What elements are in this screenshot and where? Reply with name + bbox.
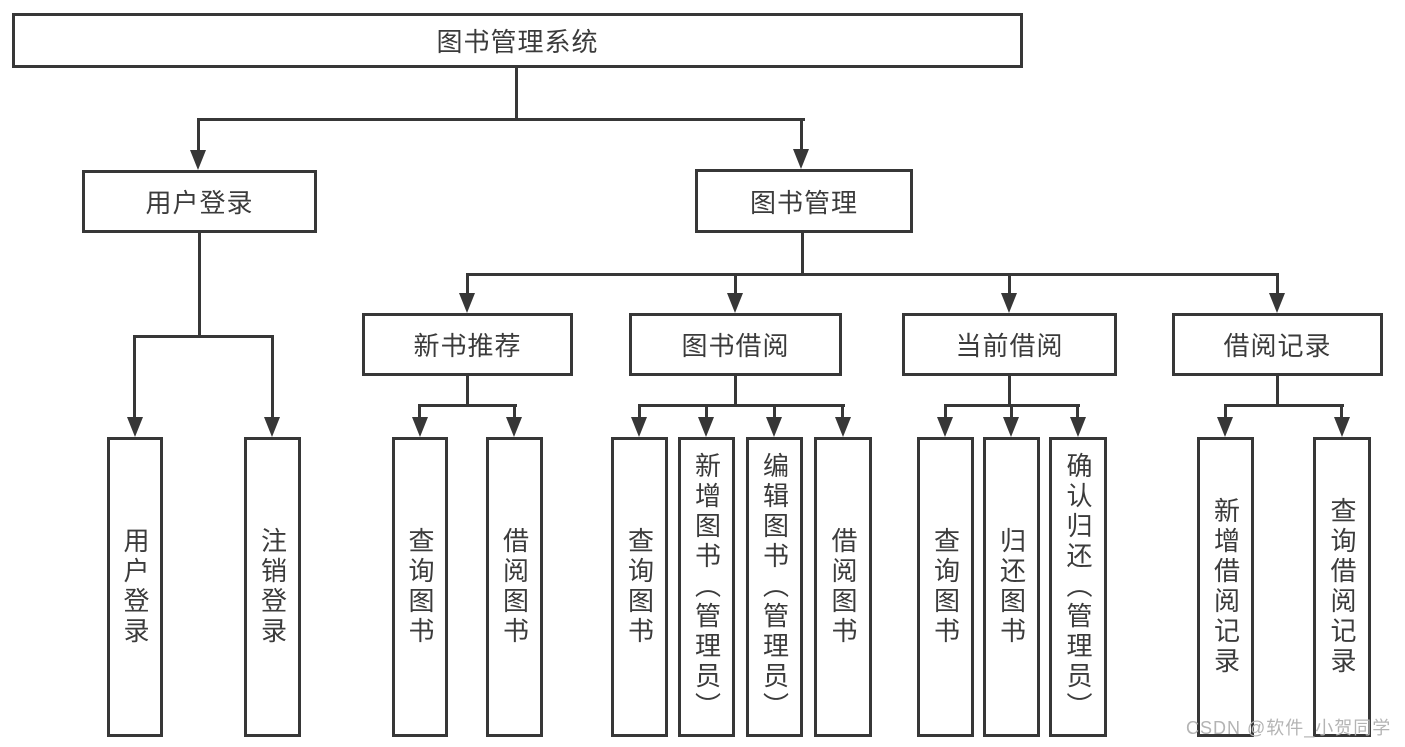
leaf-borrow-books: 借阅图书 xyxy=(814,437,872,737)
arrowhead-down xyxy=(506,417,522,437)
leaf-label: 用户登录 xyxy=(120,527,150,647)
node-label: 当前借阅 xyxy=(955,331,1064,361)
node-label: 用户登录 xyxy=(145,188,254,218)
node-label: 图书管理 xyxy=(749,187,858,218)
connector-level2-rail xyxy=(197,118,805,121)
leaf-label: 新增图书（管理员） xyxy=(691,452,722,722)
leaf-label: 查询图书 xyxy=(930,527,961,647)
node-user-login: 用户登录 xyxy=(82,170,317,233)
node-borrowing-records: 借阅记录 xyxy=(1172,313,1383,376)
connector-stem xyxy=(734,376,737,407)
connector-drop-leaf xyxy=(1076,404,1079,420)
csdn-watermark: CSDN @软件_小贺同学 xyxy=(1186,718,1392,738)
connector-book-management-stem xyxy=(801,233,804,276)
node-label: 新书推荐 xyxy=(413,331,522,361)
connector-drop-leaf xyxy=(271,335,274,419)
leaf-label: 查询借阅记录 xyxy=(1327,497,1357,677)
leaf-label: 查询图书 xyxy=(405,527,435,647)
leaf-edit-books-admin: 编辑图书（管理员） xyxy=(746,437,803,737)
leaf-label: 借阅图书 xyxy=(828,527,858,647)
leaf-borrow-books-recommend: 借阅图书 xyxy=(486,437,543,737)
connector-drop-leaf xyxy=(513,404,516,420)
arrowhead-down xyxy=(793,149,809,169)
connector-drop-user-login xyxy=(197,118,200,152)
connector-stem xyxy=(1276,376,1279,407)
node-label: 图书管理系统 xyxy=(436,27,599,57)
connector-user-login-rail xyxy=(133,335,274,338)
connector-rail xyxy=(638,404,845,407)
connector-drop-level3 xyxy=(1008,273,1011,295)
leaf-add-borrow-record: 新增借阅记录 xyxy=(1197,437,1254,737)
connector-level3-rail xyxy=(466,273,1279,276)
connector-drop-level3 xyxy=(734,273,737,295)
arrowhead-down xyxy=(264,417,280,437)
arrowhead-down xyxy=(1070,417,1086,437)
node-library-management-system: 图书管理系统 xyxy=(12,13,1023,68)
arrowhead-down xyxy=(1001,293,1017,313)
arrowhead-down xyxy=(698,417,714,437)
leaf-label: 借阅图书 xyxy=(499,527,530,647)
leaf-label: 归还图书 xyxy=(996,527,1027,647)
connector-drop-leaf xyxy=(1224,404,1227,420)
connector-drop-leaf xyxy=(1340,404,1343,420)
connector-drop-leaf xyxy=(418,404,421,420)
connector-drop-leaf xyxy=(705,404,708,420)
connector-drop-leaf xyxy=(841,404,844,420)
connector-stem xyxy=(466,376,469,407)
connector-stem xyxy=(1008,376,1011,407)
connector-drop-book-management xyxy=(800,118,803,151)
arrowhead-down xyxy=(1334,417,1350,437)
arrowhead-down xyxy=(727,293,743,313)
arrowhead-down xyxy=(127,417,143,437)
node-label: 图书借阅 xyxy=(681,331,790,361)
node-book-borrowing: 图书借阅 xyxy=(629,313,842,376)
leaf-logout: 注销登录 xyxy=(244,437,301,737)
arrowhead-down xyxy=(766,417,782,437)
leaf-query-books-borrowing: 查询图书 xyxy=(611,437,668,737)
leaf-user-login: 用户登录 xyxy=(107,437,163,737)
leaf-query-borrow-record: 查询借阅记录 xyxy=(1313,437,1371,737)
leaf-label: 编辑图书（管理员） xyxy=(759,452,790,722)
leaf-label: 新增借阅记录 xyxy=(1210,497,1241,677)
node-label: 借阅记录 xyxy=(1223,331,1332,361)
leaf-return-books: 归还图书 xyxy=(983,437,1040,737)
node-current-borrowing: 当前借阅 xyxy=(902,313,1117,376)
arrowhead-down xyxy=(835,417,851,437)
connector-drop-leaf xyxy=(133,335,136,419)
leaf-label: 注销登录 xyxy=(257,527,288,647)
arrowhead-down xyxy=(1217,417,1233,437)
connector-drop-leaf xyxy=(638,404,641,420)
leaf-query-books-current: 查询图书 xyxy=(917,437,974,737)
node-book-management: 图书管理 xyxy=(695,169,913,233)
leaf-confirm-return-admin: 确认归还（管理员） xyxy=(1049,437,1107,737)
connector-rail xyxy=(418,404,517,407)
connector-drop-leaf xyxy=(773,404,776,420)
arrowhead-down xyxy=(937,417,953,437)
connector-drop-leaf xyxy=(944,404,947,420)
arrowhead-down xyxy=(1003,417,1019,437)
connector-root-stem xyxy=(515,68,518,118)
leaf-label: 查询图书 xyxy=(624,527,655,647)
node-new-book-recommendation: 新书推荐 xyxy=(362,313,573,376)
leaf-label: 确认归还（管理员） xyxy=(1063,452,1093,722)
arrowhead-down xyxy=(190,150,206,170)
connector-drop-level3 xyxy=(466,273,469,295)
connector-drop-leaf xyxy=(1010,404,1013,420)
arrowhead-down xyxy=(459,293,475,313)
leaf-add-books-admin: 新增图书（管理员） xyxy=(678,437,735,737)
arrowhead-down xyxy=(631,417,647,437)
arrowhead-down xyxy=(412,417,428,437)
connector-rail xyxy=(1224,404,1344,407)
leaf-query-books-recommend: 查询图书 xyxy=(392,437,448,737)
connector-drop-level3 xyxy=(1276,273,1279,295)
connector-user-login-stem xyxy=(198,233,201,338)
arrowhead-down xyxy=(1269,293,1285,313)
